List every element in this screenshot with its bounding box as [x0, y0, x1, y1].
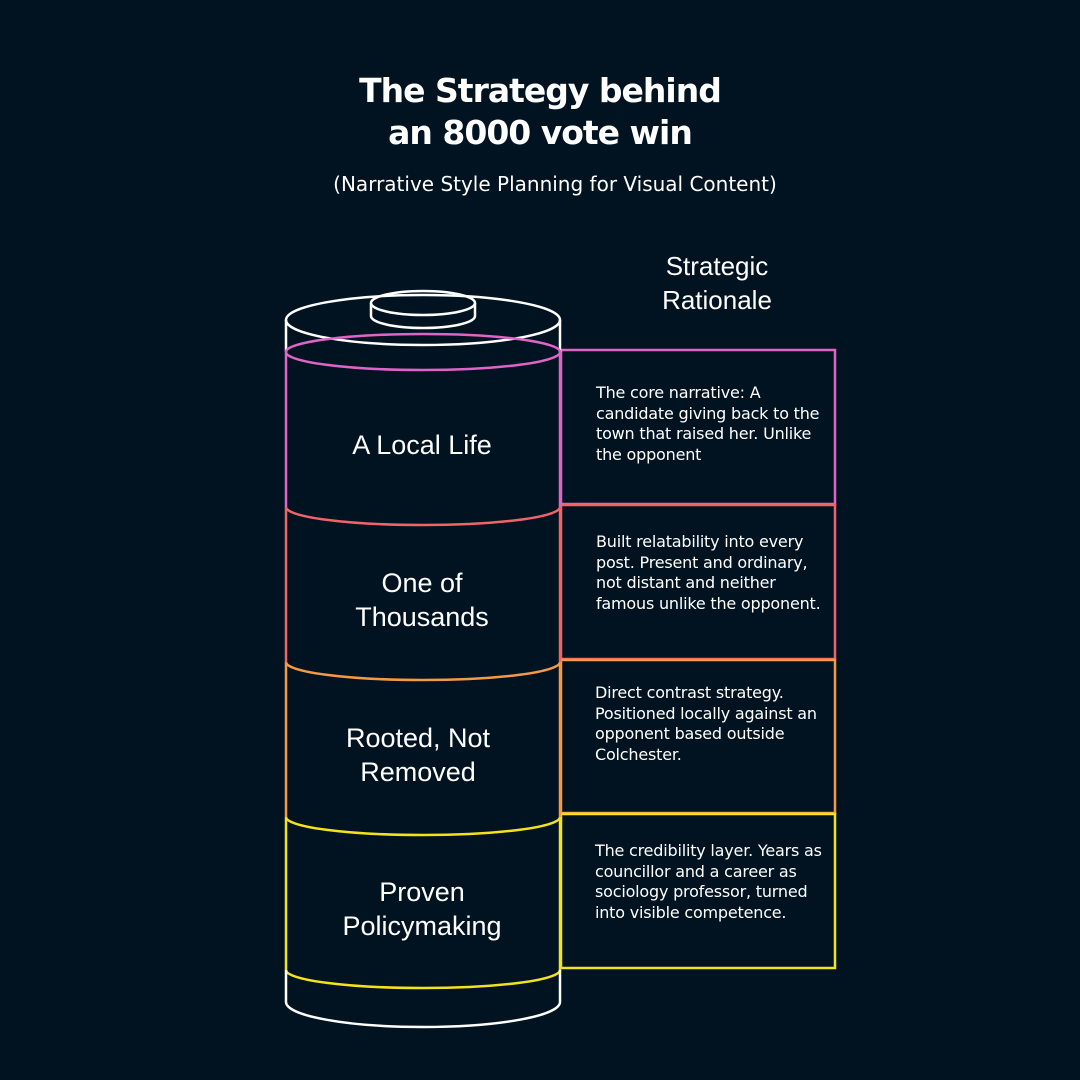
battery-layer-2 — [284, 506, 562, 662]
layer-label-3-line-2: Removed — [360, 757, 476, 787]
layer-label-1-line-1: A Local Life — [352, 430, 492, 460]
battery-terminal-top — [369, 289, 477, 317]
page-subtitle: (Narrative Style Planning for Visual Con… — [333, 172, 777, 196]
battery-top-cap — [284, 293, 562, 347]
title-line-1: The Strategy behind — [359, 71, 722, 110]
layer-label-3-line-1: Rooted, Not — [345, 723, 491, 753]
title-line-2: an 8000 vote win — [388, 113, 693, 152]
battery-terminal — [369, 303, 477, 330]
battery-top-cap-side — [284, 320, 562, 352]
battery-layer-3 — [284, 661, 562, 817]
layer-label-2: One of Thousands — [292, 566, 552, 634]
rationale-heading-line-1: Strategic — [665, 251, 769, 281]
rationale-text-4: The credibility layer. Years as councill… — [595, 841, 822, 922]
rationale-heading: Strategic Rationale — [617, 249, 817, 317]
layer-label-4-line-1: Proven — [379, 877, 465, 907]
battery-layer-4-bottom — [284, 969, 562, 990]
page-title: The Strategy behind an 8000 vote win — [0, 70, 1080, 154]
rationale-text-3: Direct contrast strategy. Positioned loc… — [595, 683, 817, 764]
battery-layer-4 — [284, 816, 562, 970]
layer-label-4-line-2: Policymaking — [342, 911, 502, 941]
battery-layer-1 — [284, 332, 562, 507]
layer-label-2-line-2: Thousands — [355, 602, 489, 632]
layer-label-1: A Local Life — [292, 428, 552, 462]
layer-label-4: Proven Policymaking — [292, 875, 552, 943]
rationale-heading-line-2: Rationale — [662, 285, 772, 315]
layer-label-2-line-1: One of — [381, 568, 463, 598]
battery-bottom-cap — [284, 970, 562, 1029]
layer-label-3: Rooted, Not Removed — [288, 721, 548, 789]
rationale-text-1: The core narrative: A candidate giving b… — [596, 383, 820, 464]
rationale-text-2: Built relatability into every post. Pres… — [596, 532, 821, 613]
